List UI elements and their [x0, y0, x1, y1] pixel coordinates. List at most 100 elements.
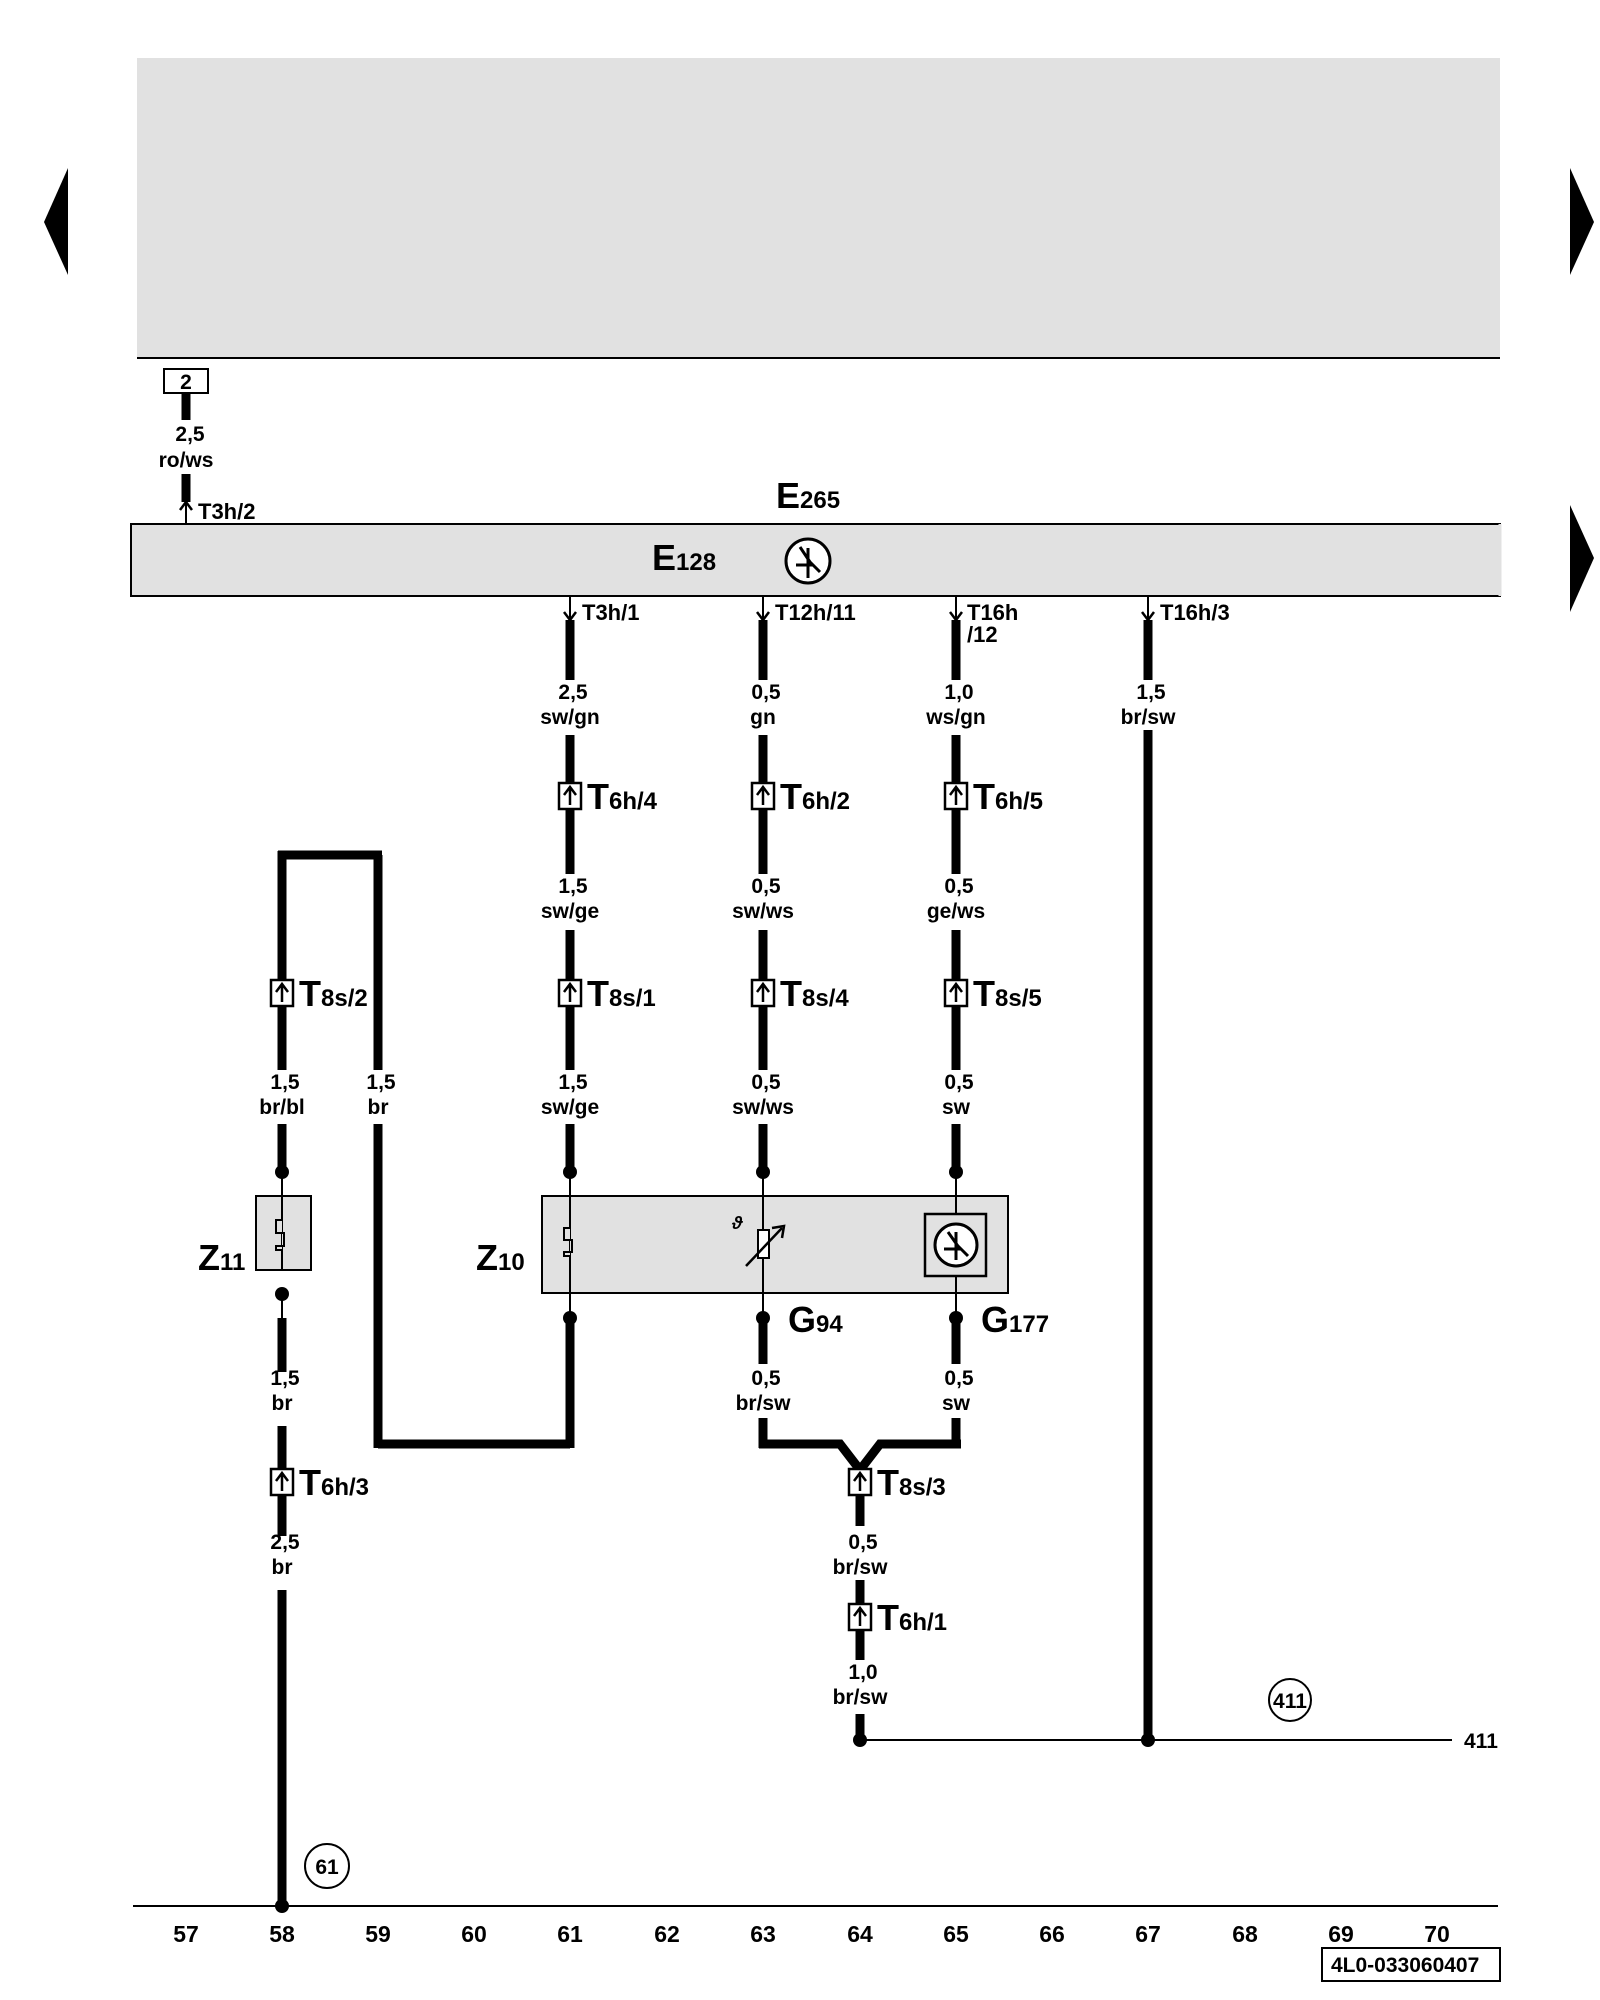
wire-color: gn [750, 706, 776, 729]
pin-arrows [179, 499, 1155, 623]
wire-color: br [368, 1096, 389, 1119]
junction-dots [275, 1165, 1155, 1913]
wire-color: sw/ge [541, 1096, 599, 1119]
connector-icon-t6h2 [750, 781, 776, 811]
column-number: 62 [654, 1921, 680, 1947]
wire-size: 1,5 [558, 875, 588, 898]
wire-color: sw/gn [540, 706, 600, 729]
wire-size: 1,5 [270, 1071, 300, 1094]
wire-size: 2,5 [558, 681, 588, 704]
pin-t16h-12: /12 [967, 622, 998, 647]
svg-text:411: 411 [1273, 1690, 1307, 1713]
relay-location-label: 2 [180, 371, 192, 394]
wire-size: 0,5 [848, 1531, 878, 1554]
column-number: 63 [750, 1921, 776, 1947]
wire-size: 1,5 [1136, 681, 1166, 704]
component-z10: Z10 [476, 1237, 525, 1278]
column-number: 66 [1039, 1921, 1065, 1947]
pin-labels: T3h/2 T3h/1 T12h/11 T16h /12 T16h/3 [198, 499, 1230, 647]
wire-size: 1,0 [944, 681, 973, 704]
wire-size: 0,5 [751, 1367, 781, 1390]
connector-t8s1: T8s/1 [587, 973, 656, 1014]
column-number: 60 [461, 1921, 487, 1947]
column-number: 61 [557, 1921, 583, 1947]
connector-icon-t6h1 [847, 1602, 873, 1632]
connector-t6h3: T6h/3 [299, 1462, 369, 1503]
svg-text:61: 61 [315, 1856, 339, 1879]
wire-color: br [272, 1556, 293, 1579]
wire-color: sw [942, 1392, 971, 1415]
thermistor-icon [745, 1224, 786, 1267]
column-number: 59 [365, 1921, 391, 1947]
wire-size: 0,5 [751, 1071, 781, 1094]
pin-t3h1: T3h/1 [582, 600, 639, 625]
reference-411-circle: 411 [1268, 1678, 1312, 1722]
wire-size: 0,5 [944, 1071, 974, 1094]
component-g177: G177 [981, 1299, 1049, 1340]
wire-color: sw/ws [732, 900, 794, 923]
wire-color: br/sw [736, 1392, 792, 1415]
pin-t3h2: T3h/2 [198, 499, 255, 524]
connector-t6h2: T6h/2 [780, 776, 850, 817]
fuse-icon-z11 [275, 1219, 285, 1251]
fan-motor-icon-g177 [923, 1212, 988, 1278]
wire-color: ge/ws [927, 900, 985, 923]
pin-t16h: T16h [967, 600, 1018, 625]
connector-t6h4: T6h/4 [587, 776, 658, 817]
wire-size: 1,5 [270, 1367, 300, 1390]
connector-icon-t8s4 [750, 978, 776, 1008]
column-number: 58 [269, 1921, 295, 1947]
doc-number: 4L0-033060407 [1331, 1954, 1479, 1977]
wires [181, 393, 1452, 1906]
column-number: 57 [173, 1921, 199, 1947]
component-e265: E265 [776, 475, 840, 516]
wire-size: 0,5 [751, 875, 781, 898]
nav-left-icon[interactable] [44, 168, 68, 275]
wire-color: ws/gn [925, 706, 986, 729]
column-number: 68 [1232, 1921, 1258, 1947]
doc-number-box [1321, 1947, 1501, 1982]
connector-t8s3: T8s/3 [877, 1462, 946, 1503]
wire-size: 1,5 [366, 1071, 396, 1094]
column-number: 67 [1135, 1921, 1161, 1947]
component-z11: Z11 [198, 1237, 245, 1278]
connector-icon-t6h5 [943, 781, 969, 811]
connector-t6h5: T6h/5 [973, 776, 1043, 817]
connector-icon-t8s1 [557, 978, 583, 1008]
wire-color: br/sw [833, 1686, 889, 1709]
nav-right-icon[interactable] [1570, 168, 1594, 275]
component-e128: E128 [652, 537, 716, 578]
wire-color: br/sw [1121, 706, 1177, 729]
reference-61-circle: 61 [304, 1843, 350, 1889]
connector-icon-t6h4 [557, 781, 583, 811]
connector-t8s2: T8s/2 [299, 973, 368, 1014]
connector-icon-t6h3 [269, 1467, 295, 1497]
wire-size: 0,5 [944, 1367, 974, 1390]
reference-411-end: 411 [1464, 1730, 1498, 1753]
connector-icon-t8s5 [943, 978, 969, 1008]
thermo-symbol: ϑ [731, 1213, 743, 1233]
wire-color: sw [942, 1096, 971, 1119]
wire-size: 2,5 [270, 1531, 300, 1554]
fan-motor-icon-e265 [784, 537, 832, 585]
wire-color: sw/ge [541, 900, 599, 923]
pin-t16h3: T16h/3 [1160, 600, 1230, 625]
wire-size: 0,5 [944, 875, 974, 898]
connector-t8s5: T8s/5 [973, 973, 1042, 1014]
column-number: 69 [1328, 1921, 1354, 1947]
wire-color: br/bl [259, 1096, 305, 1119]
column-number: 70 [1424, 1921, 1450, 1947]
wire-color: br [272, 1392, 293, 1415]
connector-labels: T6h/4 T6h/2 T6h/5 T8s/2 T8s/1 T8s/4 T8s/… [299, 776, 1043, 1638]
top-panel [137, 58, 1500, 358]
wire-size: 1,5 [558, 1071, 588, 1094]
nav-right-icon-2[interactable] [1570, 505, 1594, 612]
connector-t8s4: T8s/4 [780, 973, 849, 1014]
connector-icon-t8s2 [269, 978, 295, 1008]
pin-t12h11: T12h/11 [775, 600, 856, 625]
wire-size: 1,0 [848, 1661, 877, 1684]
wire-color: br/sw [833, 1556, 889, 1579]
wire-size: 2,5 [175, 423, 205, 446]
